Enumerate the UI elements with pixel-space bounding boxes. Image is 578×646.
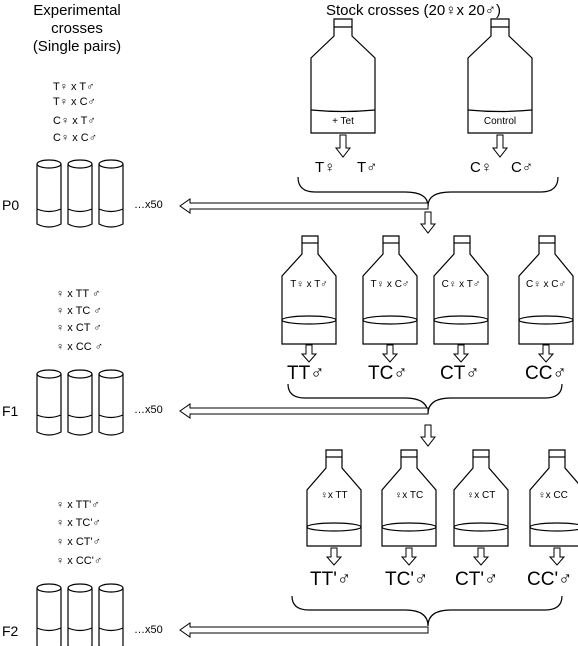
f1-offspring-2: TC♂	[368, 363, 408, 384]
arrow-left-f1	[179, 403, 429, 419]
arrow-left-f2	[179, 622, 429, 638]
f2-cross-1: ♀ x TT'♂	[56, 499, 100, 511]
brace-f2	[291, 595, 563, 627]
f1-cross-4: ♀ x CC ♂	[56, 341, 104, 353]
left-header-line1: Experimental	[33, 2, 121, 19]
generation-label-f1: F1	[2, 403, 19, 419]
arrow-stock-control	[491, 134, 509, 158]
f2-offspring-1: TT'♂	[310, 569, 352, 590]
arrow-left-p0	[179, 198, 429, 214]
f2-bottles	[306, 449, 578, 547]
f1-offspring-1: TT♂	[287, 363, 325, 384]
stock-bottle-tet-label: + Tet	[332, 116, 354, 127]
f1-cross-3: ♀ x CT ♂	[56, 322, 102, 334]
stock-control-male: C♂	[511, 159, 534, 176]
f2-bottle-label-2: ♀x TC	[394, 490, 424, 501]
f1-offspring-4: CC♂	[525, 363, 567, 384]
f1-bottle-label-3: C♀ x T♂	[441, 279, 481, 290]
stock-tet-female: T♀	[315, 159, 336, 176]
f1-cross-2: ♀ x TC ♂	[56, 305, 102, 317]
arrow-down-f2	[419, 424, 437, 447]
f1-cross-1: ♀ x TT ♂	[56, 288, 101, 300]
f2-cross-2: ♀ x TC'♂	[56, 517, 101, 529]
generation-label-f2: F2	[2, 623, 19, 639]
f2-vials	[36, 583, 124, 646]
f1-bottles	[281, 235, 574, 345]
p0-cross-4: C♀ x C♂	[53, 132, 97, 144]
p0-cross-3: C♀ x T♂	[53, 115, 96, 127]
stock-tet-male: T♂	[357, 159, 378, 176]
f2-cross-4: ♀ x CC'♂	[56, 555, 103, 567]
stock-bottle-tet	[310, 18, 376, 134]
p0-cross-1: T♀ x T♂	[53, 81, 95, 93]
f1-bottle-label-2: T♀ x C♂	[370, 279, 410, 290]
arrow-stock-tet	[334, 134, 352, 158]
f2-bottle-label-1: ♀x TT	[320, 490, 348, 501]
f1-bottle-label-4: C♀ x C♂	[526, 279, 566, 290]
stock-header: Stock crosses (20♀x 20♂)	[326, 2, 502, 19]
f1-offspring-3: CT♂	[440, 363, 480, 384]
left-header: Experimental crosses (Single pairs)	[22, 2, 132, 56]
p0-cross-2: T♀ x C♂	[53, 96, 96, 108]
p0-vials	[36, 159, 124, 228]
f1-vials	[36, 369, 124, 436]
f2-offspring-3: CT'♂	[455, 569, 499, 590]
stock-control-female: C♀	[470, 159, 493, 176]
f2-offspring-2: TC'♂	[385, 569, 429, 590]
f2-bottle-label-4: ♀x CC	[538, 490, 568, 501]
f2-cross-3: ♀ x CT'♂	[56, 536, 101, 548]
f2-bottle-label-3: ♀x CT	[466, 490, 496, 501]
generation-label-p0: P0	[2, 197, 20, 213]
brace-stock	[297, 176, 559, 207]
replicates-label-p0: …x50	[134, 199, 163, 211]
replicates-label-f2: …x50	[134, 624, 163, 636]
f1-bottle-label-1: T♀ x T♂	[290, 279, 328, 290]
f2-offspring-4: CC'♂	[527, 569, 573, 590]
arrow-down-f1	[419, 211, 437, 234]
stock-bottle-control-label: Control	[483, 116, 517, 127]
replicates-label-f1: …x50	[134, 404, 163, 416]
left-header-line2: crosses	[51, 20, 103, 37]
left-header-line3: (Single pairs)	[32, 38, 122, 55]
stock-bottle-control	[467, 18, 533, 134]
